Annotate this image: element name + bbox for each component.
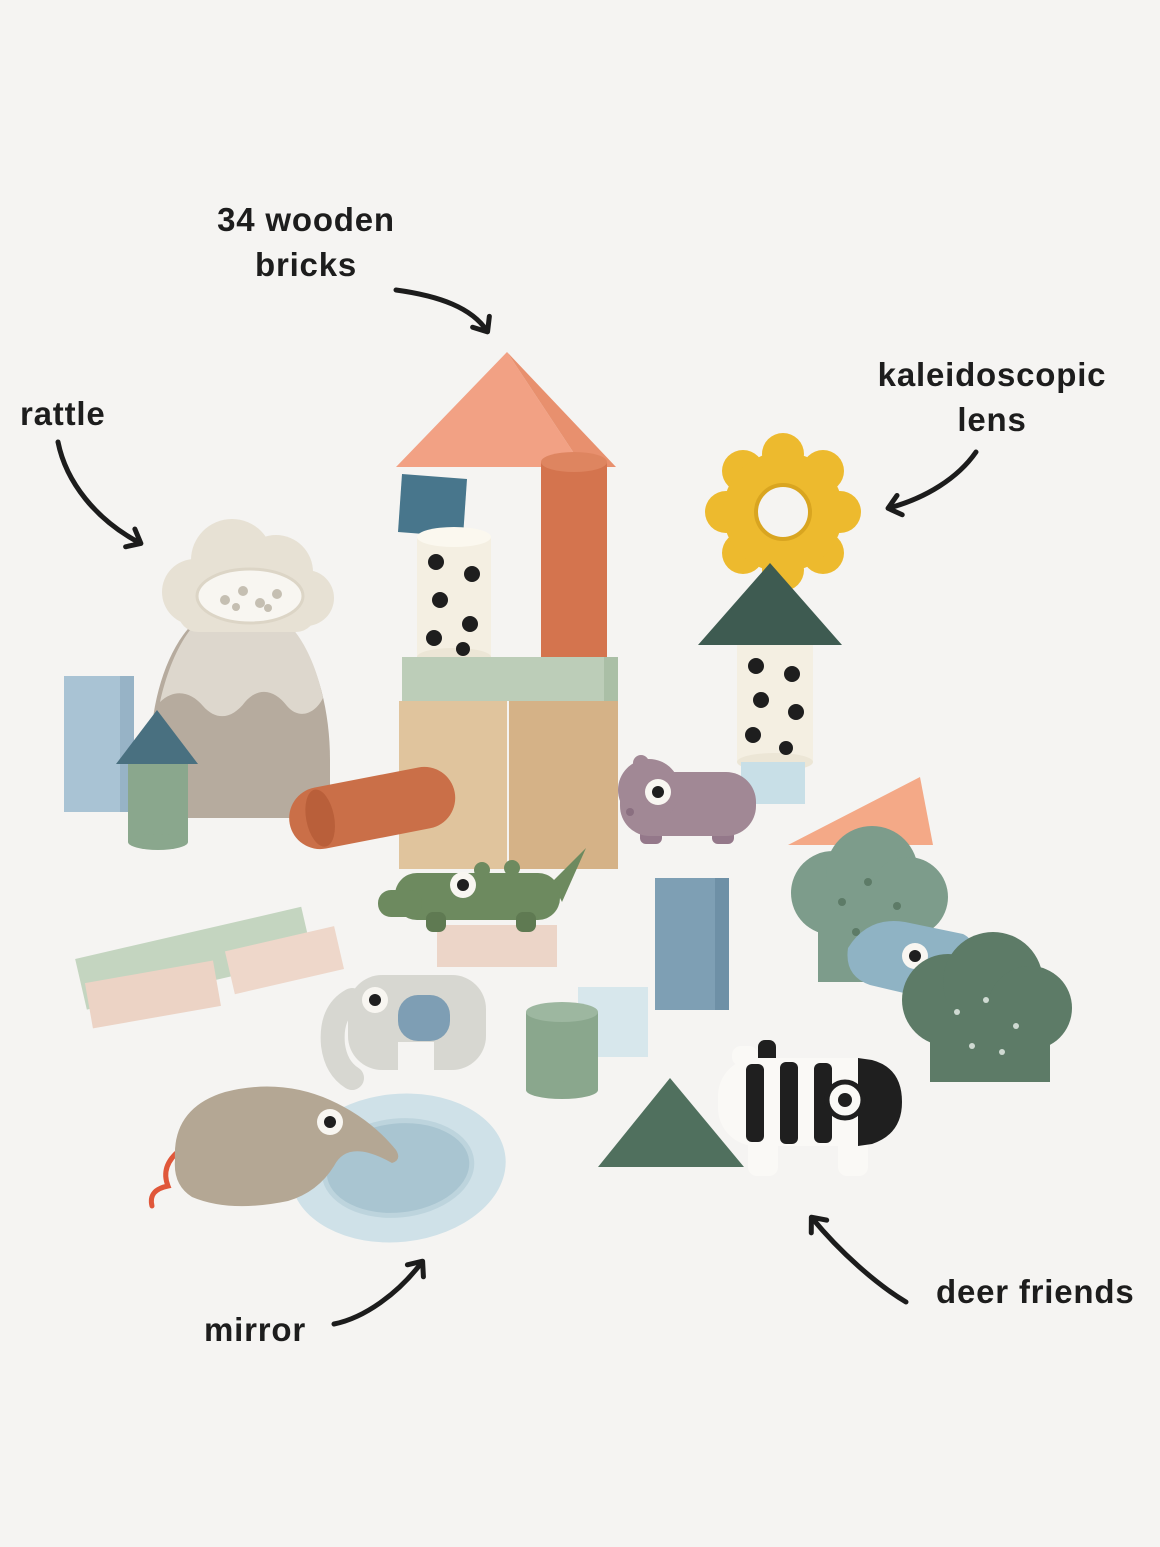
annotation-wooden-bricks-line2: bricks <box>254 245 358 283</box>
annotation-kaleidoscopic-lens-line1: kaleidoscopic <box>877 356 1107 393</box>
orange-cylinder-lying <box>289 766 456 850</box>
annotation-mirror: mirror <box>204 1311 306 1348</box>
cloud-rattle <box>162 519 334 632</box>
arrow-to-bricks <box>393 287 492 335</box>
pink-block <box>437 925 557 967</box>
deer-friend <box>718 1040 902 1176</box>
annotation-deer-friends: deer friends <box>936 1273 1135 1310</box>
green-cylinder <box>526 1002 598 1099</box>
arrow-to-mirror <box>331 1258 426 1327</box>
tower-roof <box>396 352 616 467</box>
arrow-to-rattle <box>55 439 144 550</box>
annotation-wooden-bricks-line1: 34 wooden <box>217 201 395 238</box>
arrow-to-lens <box>885 449 979 518</box>
crocodile <box>378 848 586 932</box>
gear-lens <box>705 433 861 591</box>
green-triangle <box>598 1078 744 1167</box>
teal-roof-cylinder <box>116 710 198 850</box>
elephant <box>320 975 486 1090</box>
peach-wedge <box>788 777 933 845</box>
orange-column <box>541 452 607 658</box>
pink-beam-small <box>224 926 344 995</box>
blue-block-left <box>64 676 134 812</box>
blue-block-mid <box>655 878 729 1010</box>
polka-cylinder-center <box>417 527 491 666</box>
mint-beam <box>402 657 618 701</box>
annotation-kaleidoscopic-lens: kaleidoscopic lens <box>858 353 1126 442</box>
annotation-kaleidoscopic-lens-line2: lens <box>957 400 1027 438</box>
pink-beam-large <box>84 960 221 1029</box>
bush-tree <box>791 826 948 982</box>
polka-cylinder-right <box>737 645 813 771</box>
anteater <box>148 1086 399 1209</box>
arrow-to-deer <box>808 1214 909 1305</box>
annotation-rattle: rattle <box>20 395 106 432</box>
bush-dark <box>902 932 1072 1082</box>
green-roof-right <box>698 563 842 645</box>
hippo <box>618 755 756 844</box>
tower-blue-block <box>398 474 467 537</box>
annotation-wooden-bricks: 34 wooden bricks <box>160 198 452 287</box>
